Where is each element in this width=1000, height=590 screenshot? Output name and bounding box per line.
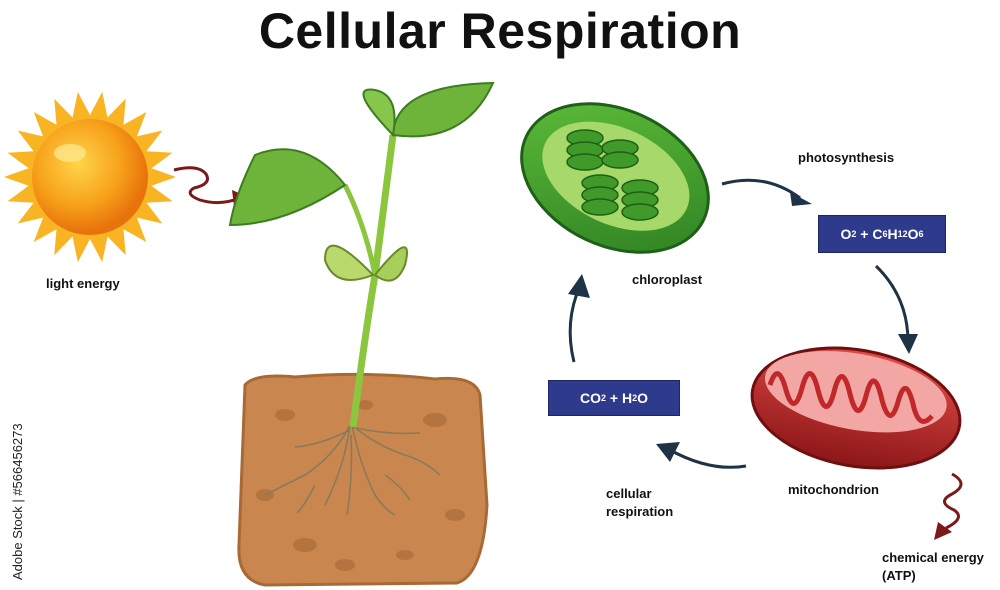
arrow-to-mitochondrion <box>874 264 918 354</box>
photosynthesis-label: photosynthesis <box>798 150 895 165</box>
mitochondrion-label: mitochondrion <box>788 482 879 497</box>
cellular-respiration-label-line2: respiration <box>606 504 674 519</box>
arrow-to-products <box>721 178 812 206</box>
light-energy-label: light energy <box>46 276 120 291</box>
plant-illustration <box>228 81 495 587</box>
arrow-to-chloroplast <box>568 274 590 363</box>
atp-label: (ATP) <box>882 568 916 583</box>
mitochondrion-illustration <box>750 346 962 470</box>
page-title: Cellular Respiration <box>258 3 742 59</box>
sun-icon <box>4 91 176 263</box>
stock-id-watermark: Adobe Stock | #566456273 <box>10 423 25 580</box>
arrow-to-reactants <box>656 442 747 469</box>
chemical-energy-label: chemical energy <box>882 550 984 565</box>
chloroplast-illustration <box>520 102 710 254</box>
cellular-respiration-label-line1: cellular <box>606 486 652 501</box>
chloroplast-label: chloroplast <box>632 272 703 287</box>
chemical-energy-squiggle-arrow <box>934 472 963 540</box>
